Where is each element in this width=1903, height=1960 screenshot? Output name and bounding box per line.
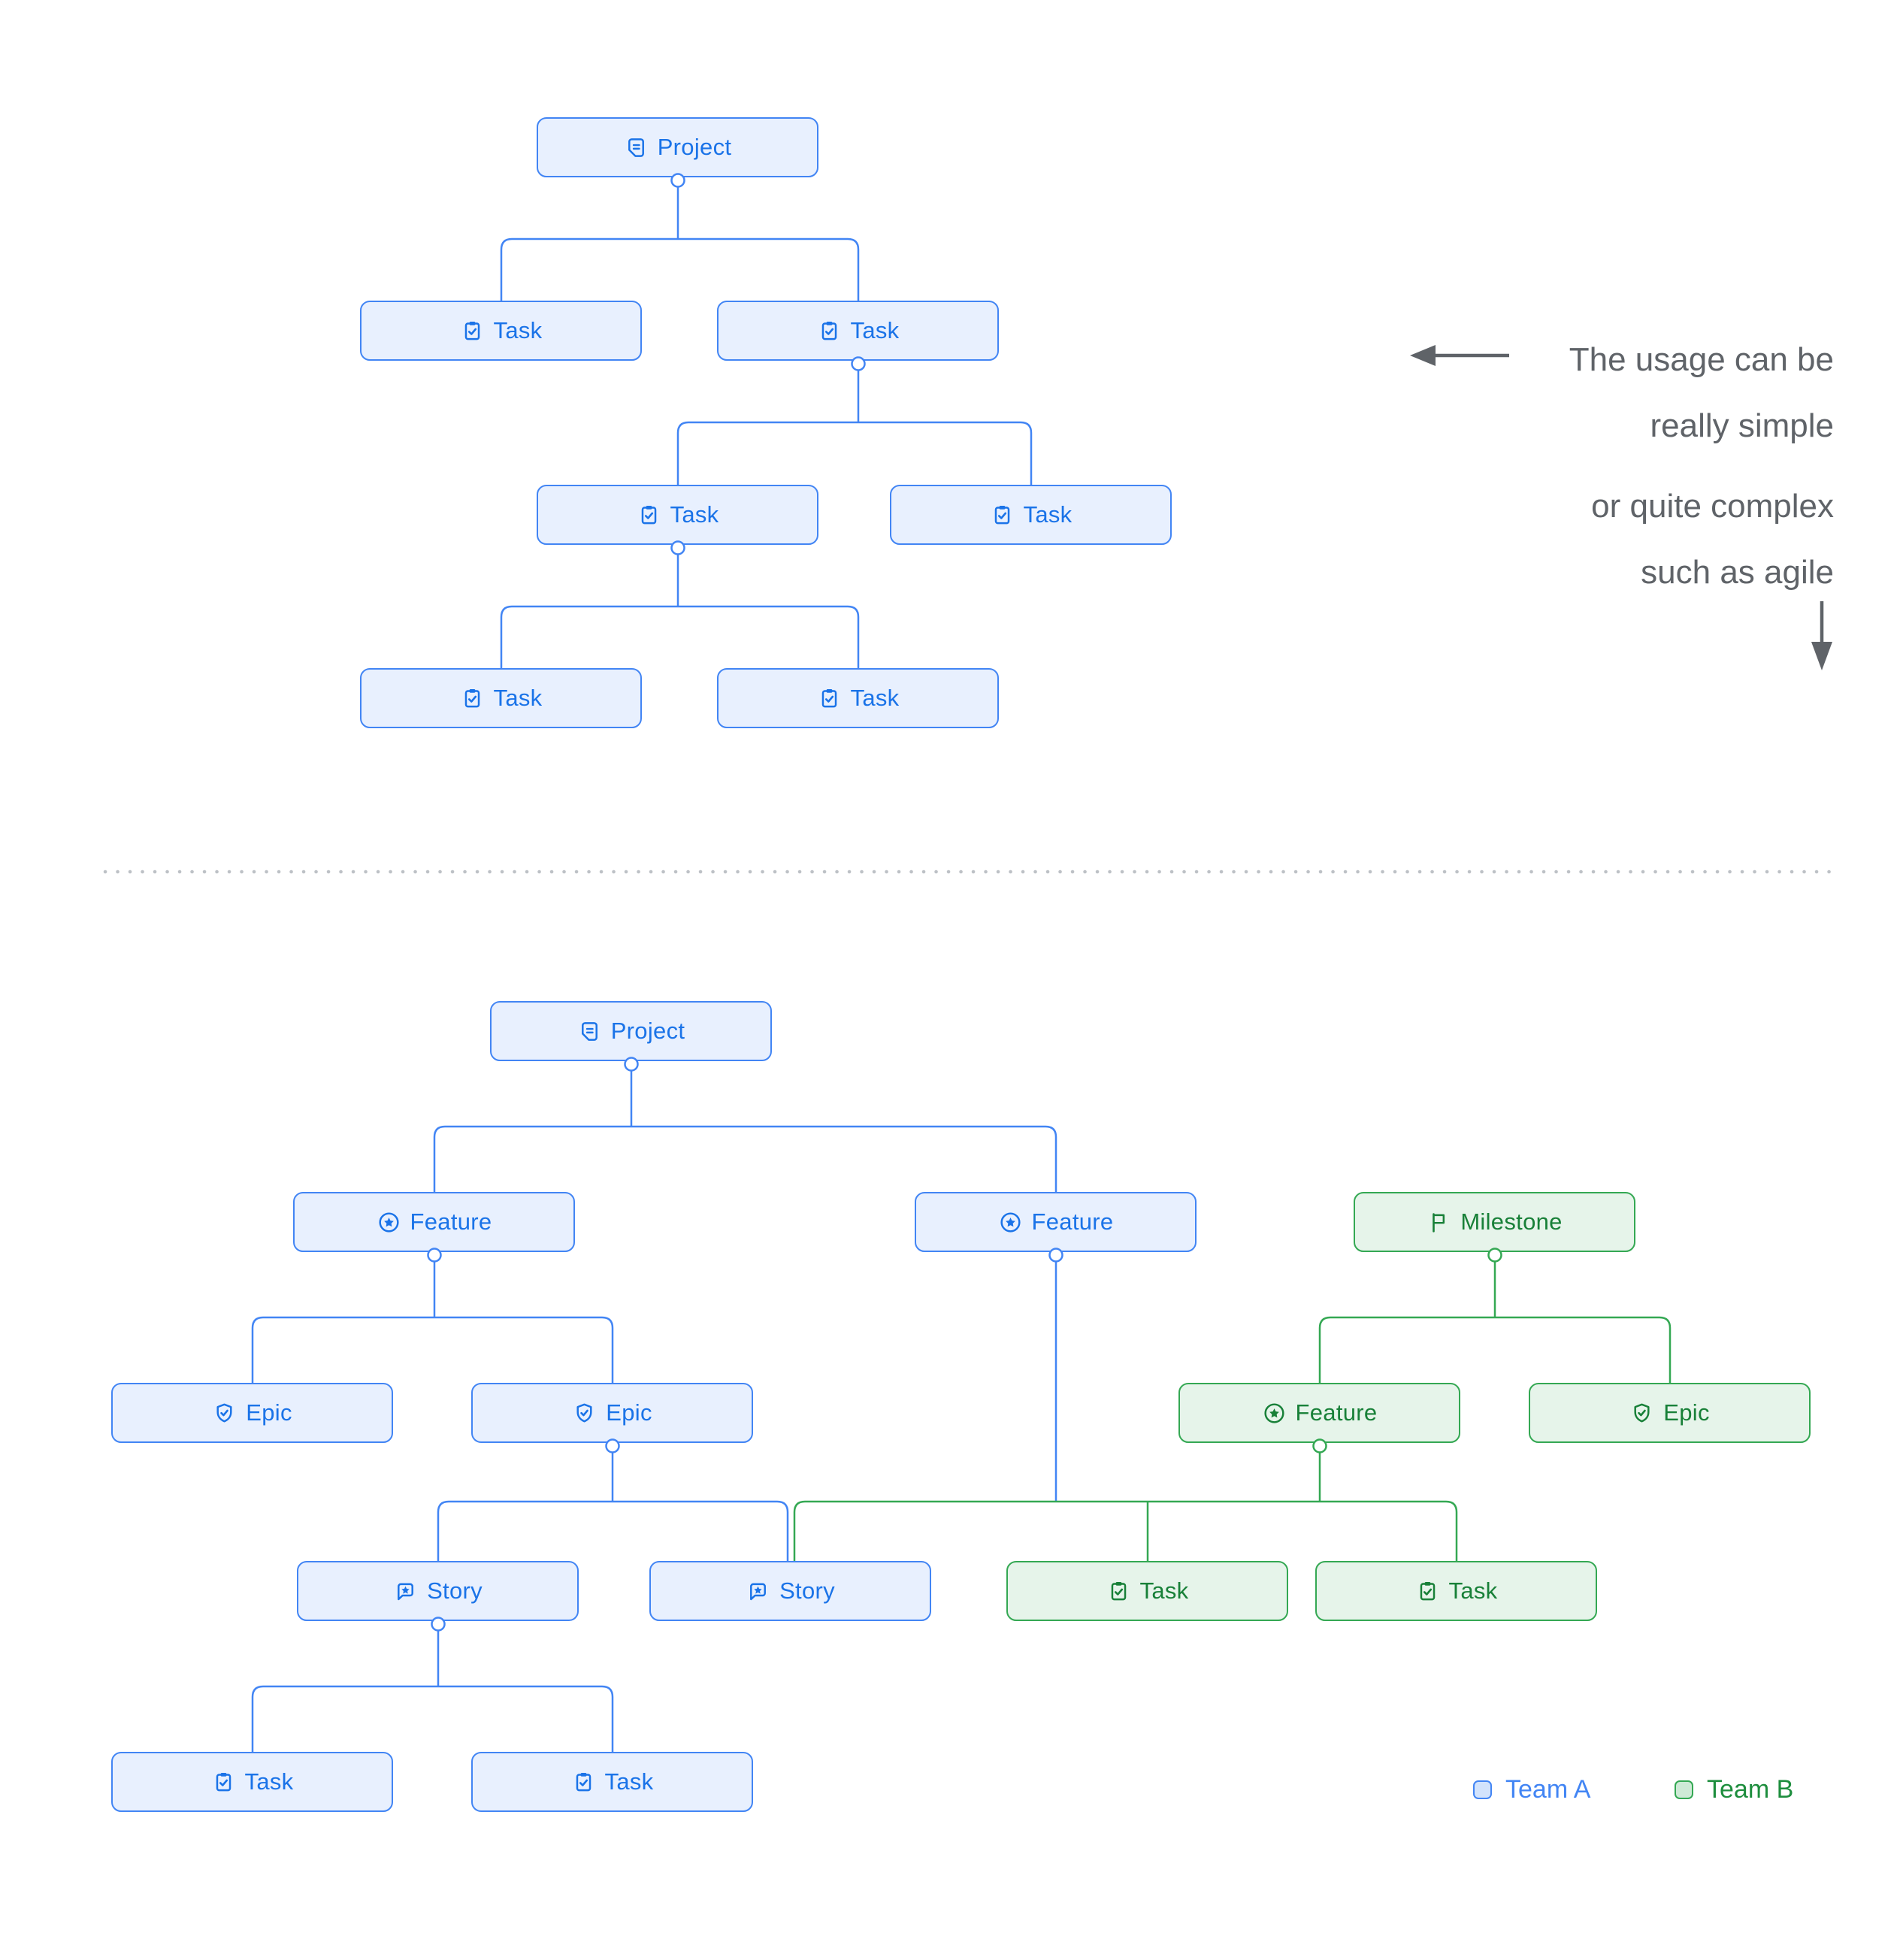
arrow-down-icon	[1811, 601, 1832, 670]
task-icon	[211, 1770, 236, 1795]
legend-swatch-team-b	[1675, 1780, 1693, 1799]
annotation-note-simple: The usage can be really simple	[1569, 327, 1834, 459]
task-icon	[460, 319, 485, 343]
task-icon	[460, 686, 485, 711]
node-label: Epic	[1663, 1399, 1710, 1426]
node-project-bottom: Project	[490, 1001, 772, 1061]
node-label: Task	[493, 317, 543, 343]
node-label: Task	[604, 1768, 654, 1795]
task-icon	[571, 1770, 596, 1795]
legend-label-team-b: Team B	[1707, 1775, 1794, 1804]
node-task-1: Task	[360, 301, 642, 361]
task-icon	[990, 503, 1015, 528]
annotation-line: The usage can be	[1569, 341, 1834, 378]
legend-team-b: Team B	[1675, 1775, 1793, 1804]
node-label: Epic	[606, 1399, 652, 1426]
node-story-2: Story	[649, 1561, 931, 1621]
node-task-3: Task	[537, 485, 818, 545]
project-icon	[624, 135, 649, 160]
node-project-top: Project	[537, 117, 818, 177]
top-tree-edges	[500, 177, 1033, 668]
node-feature-2: Feature	[915, 1192, 1197, 1252]
legend-swatch-team-a	[1473, 1780, 1492, 1799]
feature-icon	[998, 1210, 1023, 1235]
node-label: Task	[244, 1768, 294, 1795]
task-icon	[1415, 1579, 1440, 1604]
task-icon	[817, 686, 842, 711]
node-label: Task	[1448, 1577, 1498, 1604]
node-feature-1: Feature	[293, 1192, 575, 1252]
legend-team-a: Team A	[1473, 1775, 1590, 1804]
node-task-8: Task	[471, 1752, 753, 1812]
node-task-4: Task	[890, 485, 1172, 545]
node-feature-green: Feature	[1178, 1383, 1460, 1443]
epic-icon	[1629, 1401, 1654, 1426]
task-icon	[817, 319, 842, 343]
story-icon	[393, 1579, 418, 1604]
annotation-line: really simple	[1650, 407, 1834, 444]
annotation-line: or quite complex	[1591, 488, 1834, 525]
task-icon	[1106, 1579, 1131, 1604]
node-label: Epic	[246, 1399, 292, 1426]
node-label: Milestone	[1460, 1208, 1563, 1235]
arrow-left-icon	[1410, 345, 1509, 366]
annotation-line: such as agile	[1641, 554, 1834, 591]
node-label: Feature	[410, 1208, 492, 1235]
node-label: Task	[1023, 501, 1073, 528]
node-label: Project	[610, 1018, 685, 1044]
node-label: Project	[657, 134, 732, 160]
project-icon	[577, 1019, 602, 1044]
node-story-1: Story	[297, 1561, 579, 1621]
node-label: Feature	[1031, 1208, 1114, 1235]
task-icon	[637, 503, 661, 528]
node-epic-1: Epic	[111, 1383, 393, 1443]
node-task-6: Task	[717, 668, 999, 728]
epic-icon	[212, 1401, 237, 1426]
node-epic-green: Epic	[1529, 1383, 1811, 1443]
legend-label-team-a: Team A	[1505, 1775, 1591, 1804]
node-label: Story	[427, 1577, 483, 1604]
node-label: Task	[850, 317, 900, 343]
milestone-icon	[1426, 1210, 1451, 1235]
node-label: Task	[670, 501, 719, 528]
node-task-7: Task	[111, 1752, 393, 1812]
node-label: Story	[779, 1577, 835, 1604]
node-label: Task	[850, 685, 900, 711]
node-task-green-1: Task	[1006, 1561, 1288, 1621]
epic-icon	[572, 1401, 597, 1426]
node-task-2: Task	[717, 301, 999, 361]
annotation-note-complex: or quite complex such as agile	[1591, 473, 1834, 606]
feature-icon	[1262, 1401, 1287, 1426]
node-label: Task	[493, 685, 543, 711]
node-epic-2: Epic	[471, 1383, 753, 1443]
story-icon	[746, 1579, 770, 1604]
node-label: Task	[1139, 1577, 1189, 1604]
node-milestone: Milestone	[1354, 1192, 1635, 1252]
feature-icon	[377, 1210, 401, 1235]
node-label: Feature	[1295, 1399, 1378, 1426]
node-task-5: Task	[360, 668, 642, 728]
node-task-green-2: Task	[1315, 1561, 1597, 1621]
